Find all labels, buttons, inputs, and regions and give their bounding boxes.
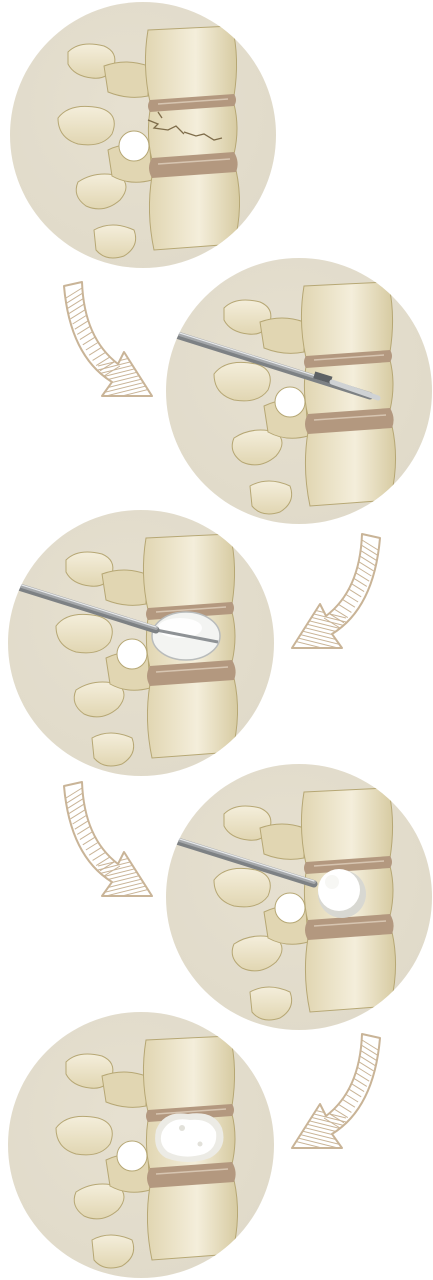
- foramen: [119, 131, 149, 161]
- step-illustration: [164, 256, 433, 526]
- step-illustration: [6, 1010, 276, 1280]
- arrow-down-left-2: [286, 530, 386, 660]
- balloon: [152, 612, 220, 660]
- step-1-fractured-vertebra: [8, 0, 278, 270]
- step-illustration: [164, 762, 433, 1032]
- arrow-graphic: [286, 1030, 386, 1160]
- arrow-graphic: [286, 530, 386, 660]
- step-4-cement-injection: [164, 762, 433, 1032]
- step-illustration: [8, 0, 278, 270]
- arrow-graphic: [58, 278, 158, 408]
- step-2-needle-insertion: [164, 256, 433, 526]
- foramen: [117, 1141, 147, 1171]
- arrow-graphic: [58, 778, 158, 908]
- step-illustration: [6, 508, 276, 778]
- arrow-down-right-1: [58, 278, 158, 408]
- foramen: [117, 639, 147, 669]
- step-3-balloon-inflation: [6, 508, 276, 778]
- arrow-down-right-3: [58, 778, 158, 908]
- arrow-down-left-4: [286, 1030, 386, 1160]
- foramen: [275, 893, 305, 923]
- step-5-cement-set: [6, 1010, 276, 1280]
- cement-filling: [155, 1113, 223, 1162]
- foramen: [275, 387, 305, 417]
